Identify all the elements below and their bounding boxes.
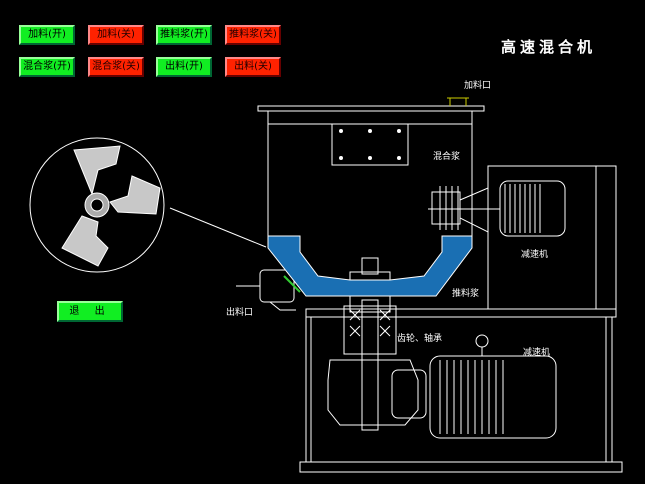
mix-paddle-close-button[interactable]: 混合浆(关) xyxy=(88,57,144,77)
discharge-open-button[interactable]: 出料(开) xyxy=(156,57,212,77)
gear-bearing-label: 齿轮、轴承 xyxy=(397,334,443,344)
lid xyxy=(257,105,485,112)
mixing-bowl xyxy=(267,235,473,297)
reducer-bottom-label: 减速机 xyxy=(523,348,551,358)
lower-gearbox xyxy=(327,359,419,426)
reducer-top-label: 减速机 xyxy=(521,250,549,260)
feed-inlet-label: 加料口 xyxy=(464,81,492,91)
mixing-paddle-label: 混合浆 xyxy=(433,152,461,162)
feed-open-button[interactable]: 加料(开) xyxy=(19,25,75,45)
feed-inlet-fitting xyxy=(447,97,469,106)
blade-icon xyxy=(61,145,161,267)
discharge-close-button[interactable]: 出料(关) xyxy=(225,57,281,77)
feed-close-button[interactable]: 加料(关) xyxy=(88,25,144,45)
discharge-label: 出料口 xyxy=(226,308,254,318)
mixing-paddle-plate xyxy=(331,123,409,166)
motor-bottom xyxy=(429,355,557,439)
blade-detail-circle xyxy=(29,137,165,273)
push-paddle-label: 推料浆 xyxy=(452,289,480,299)
push-paddle-open-button[interactable]: 推料浆(开) xyxy=(156,25,212,45)
reducer-housing-top xyxy=(487,165,617,310)
page-title: 高速混合机 xyxy=(501,38,597,56)
push-paddle-close-button[interactable]: 推料浆(关) xyxy=(225,25,281,45)
base-plate xyxy=(299,461,623,473)
mix-paddle-open-button[interactable]: 混合浆(开) xyxy=(19,57,75,77)
exit-button[interactable]: 退 出 xyxy=(57,301,123,322)
